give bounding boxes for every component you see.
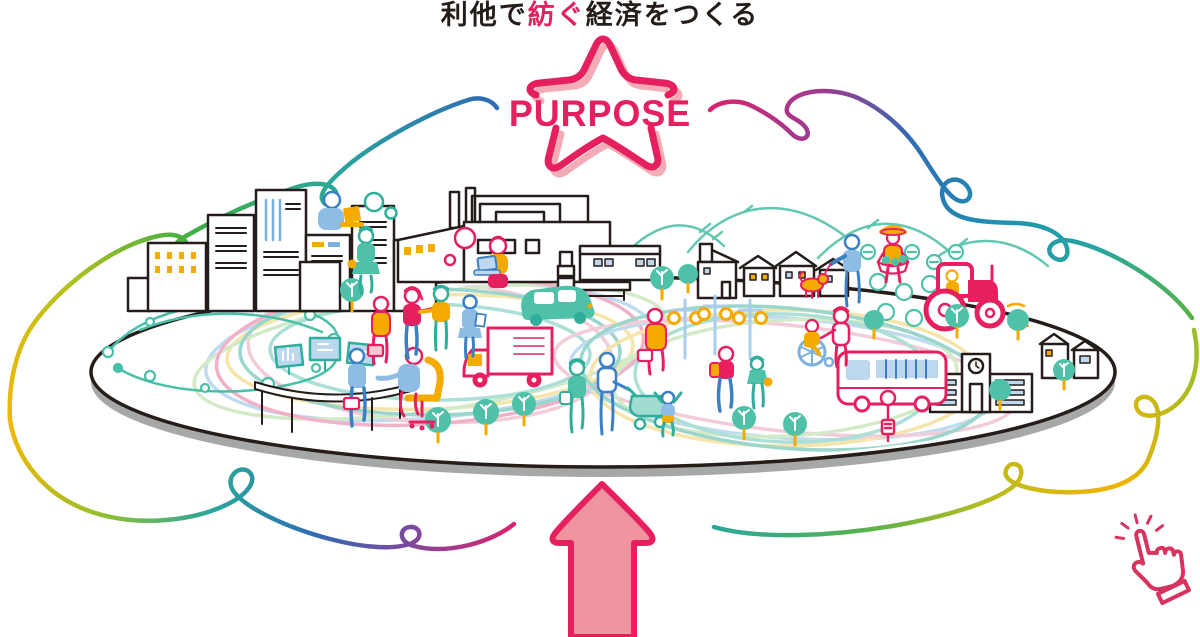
purpose-label: PURPOSE — [508, 93, 692, 134]
swirl-doodle-bottom-left — [7, 417, 517, 552]
control-desk-operator — [254, 336, 444, 433]
handshake-group — [366, 284, 487, 366]
bus-stop-sign — [879, 389, 897, 443]
swirl-doodle-top-right — [707, 88, 1195, 321]
walking-woman — [347, 225, 380, 296]
title-text-post: 経済をつくる — [585, 0, 760, 30]
van — [521, 285, 595, 326]
laptop-person-factory — [443, 226, 508, 288]
upward-arrow-icon — [549, 481, 656, 637]
bus — [836, 350, 948, 413]
farmer — [876, 225, 910, 284]
laptop-person-city — [318, 190, 398, 230]
title-text-highlight: 紡ぐ — [527, 0, 586, 30]
swirl-doodle-bottom-right — [711, 327, 1199, 538]
family-stroller — [559, 351, 668, 436]
page-title: 利他で紡ぐ経済をつくる — [0, 0, 1200, 31]
wheelchair-pair — [797, 306, 851, 369]
street-lamps — [667, 294, 768, 360]
toddler — [653, 390, 683, 438]
dog-walker — [798, 233, 861, 308]
title-text-pre: 利他で — [440, 0, 528, 30]
businessman — [636, 307, 667, 376]
school-kids — [709, 345, 773, 413]
tap-cursor-icon — [1114, 513, 1191, 606]
commuter — [342, 347, 367, 428]
mountains — [616, 204, 1050, 268]
truck — [462, 326, 554, 388]
purpose-star-icon — [526, 35, 683, 178]
